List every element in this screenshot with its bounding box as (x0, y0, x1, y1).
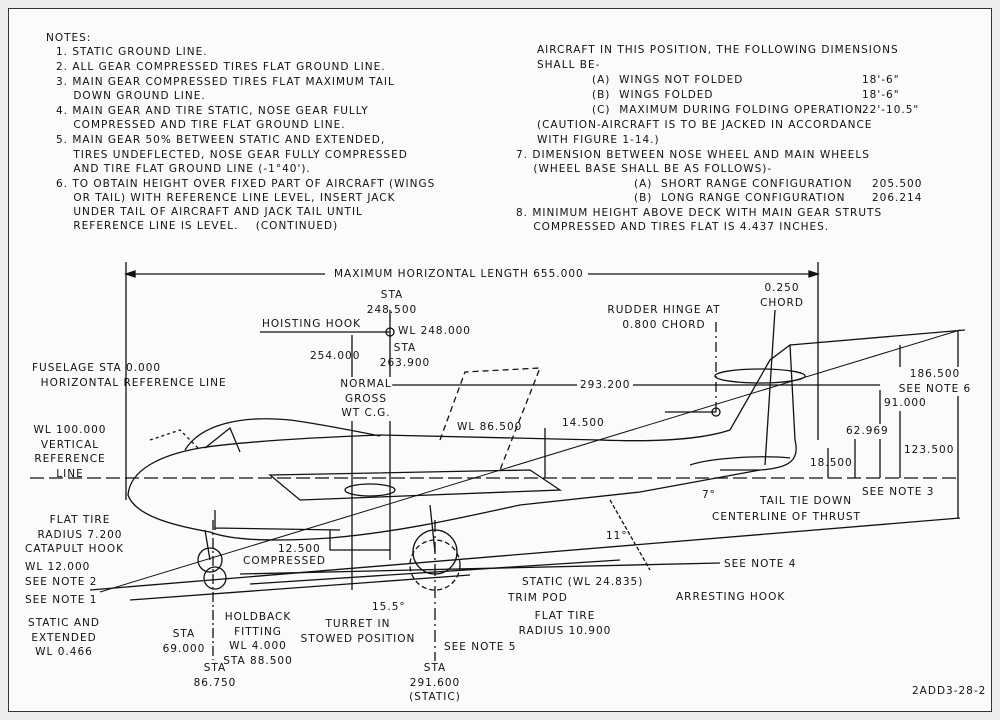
sta-291-label: STA 291.600 (STATIC) (409, 661, 461, 705)
static-wl-label: STATIC (WL 24.835) (522, 576, 644, 588)
note-line: TIRES UNDEFLECTED, NOSE GEAR FULLY COMPR… (56, 149, 408, 161)
angle-7-label: 7° (702, 489, 716, 501)
dim-186-label: 186.500 SEE NOTE 6 (898, 367, 972, 396)
dim-91-label: 91.000 (884, 396, 927, 411)
angle-15-label: 15.5° (372, 601, 406, 613)
wheelbase-label: (B) LONG RANGE CONFIGURATION (634, 192, 846, 204)
note-line: COMPRESSED AND TIRE FLAT GROUND LINE. (56, 119, 346, 131)
note-line: AIRCRAFT IN THIS POSITION, THE FOLLOWING… (537, 44, 899, 56)
drawing-sheet (8, 8, 992, 712)
note-line: AND TIRE FLAT GROUND LINE (-1°40'). (56, 163, 311, 175)
nose-gear (197, 520, 227, 660)
arresting-hook-label: ARRESTING HOOK (676, 591, 786, 603)
holdback-fitting-label: HOLDBACK FITTING WL 4.000 STA 88.500 (223, 611, 293, 667)
cg-label: NORMAL GROSS WT C.G. (340, 377, 392, 421)
note-line: SHALL BE- (537, 59, 601, 71)
flat-tire-nose-label: FLAT TIRE RADIUS 7.200 (37, 514, 123, 541)
note-line: (WHEEL BASE SHALL BE AS FOLLOWS)- (516, 163, 773, 175)
wl-86-label: WL 86.500 (457, 421, 523, 433)
sta-263-label: STA 263.900 (379, 342, 431, 369)
angle-11-label: 11° (606, 530, 628, 542)
height-value: 22'-10.5" (862, 104, 920, 116)
note-line: COMPRESSED AND TIRES FLAT IS 4.437 INCHE… (516, 221, 830, 233)
rudder-hinge-label: RUDDER HINGE AT 0.800 CHORD (607, 304, 721, 331)
height-value: 18'-6" (862, 89, 900, 101)
wl-12-label: WL 12.000 (25, 561, 91, 573)
dim-123-label: 123.500 (904, 443, 955, 458)
arresting-hook-line (609, 499, 651, 571)
note-line: WITH FIGURE 1-14.) (537, 134, 660, 146)
height-label: (B) WINGS FOLDED (592, 89, 714, 101)
fuselage-sta-label: FUSELAGE STA 0.000 HORIZONTAL REFERENCE … (32, 362, 227, 389)
note-line: 4. MAIN GEAR AND TIRE STATIC, NOSE GEAR … (56, 105, 369, 117)
wheelbase-label: (A) SHORT RANGE CONFIGURATION (634, 178, 853, 190)
flat-tire-main-label: FLAT TIRE RADIUS 10.900 (518, 610, 612, 637)
sta-69-label: STA 69.000 (162, 628, 206, 655)
note-line: OR TAIL) WITH REFERENCE LINE LEVEL, INSE… (56, 192, 396, 204)
see-note-1-label: SEE NOTE 1 (25, 594, 98, 606)
see-note-4-label: SEE NOTE 4 (724, 558, 797, 570)
compressed-label: COMPRESSED (243, 555, 326, 567)
note-line: 6. TO OBTAIN HEIGHT OVER FIXED PART OF A… (56, 178, 436, 190)
sta-248-label: STA 248.500 (366, 289, 418, 316)
dim-293-label: 293.200 (577, 378, 634, 393)
sta-86-label: STA 86.750 (193, 662, 237, 689)
note-line: (CAUTION-AIRCRAFT IS TO BE JACKED IN ACC… (537, 119, 873, 131)
turret-label: TURRET IN STOWED POSITION (300, 618, 416, 645)
max-length-label: MAXIMUM HORIZONTAL LENGTH 655.000 (330, 267, 588, 282)
tail-tie-down-label: TAIL TIE DOWN (760, 495, 853, 507)
trim-pod-label: TRIM POD (508, 592, 568, 604)
height-label: (A) WINGS NOT FOLDED (592, 74, 744, 86)
wl-100-label: WL 100.000 VERTICAL REFERENCE LINE (33, 424, 107, 480)
see-note-3-label: SEE NOTE 3 (862, 486, 935, 498)
static-extended-label: STATIC AND EXTENDED WL 0.466 (28, 617, 100, 658)
see-note-2-label: SEE NOTE 2 (25, 576, 98, 588)
wing-outline (439, 367, 541, 471)
wheelbase-value: 206.214 (872, 192, 923, 204)
chord-025-label: 0.250 CHORD (760, 282, 804, 309)
catapult-hook-label: CATAPULT HOOK (25, 543, 124, 555)
note-line: 5. MAIN GEAR 50% BETWEEN STATIC AND EXTE… (56, 134, 386, 146)
dim-62-label: 62.969 (846, 424, 889, 439)
height-value: 18'-6" (862, 74, 900, 86)
notes-title: NOTES: (46, 32, 92, 44)
hoisting-hook-label: HOISTING HOOK (262, 318, 362, 330)
dim-18-label: 18.500 (810, 457, 853, 469)
max-length-dimension (123, 262, 821, 500)
note-line: 7. DIMENSION BETWEEN NOSE WHEEL AND MAIN… (516, 149, 870, 161)
height-label: (C) MAXIMUM DURING FOLDING OPERATION (592, 104, 864, 116)
see-note-5-label: SEE NOTE 5 (444, 641, 517, 653)
dim-12-5-label: 12.500 (278, 543, 321, 555)
note-line: 8. MINIMUM HEIGHT ABOVE DECK WITH MAIN G… (516, 207, 883, 219)
ground-line-note-3 (89, 517, 961, 591)
dim-254-label: 254.000 (310, 350, 361, 362)
wheelbase-value: 205.500 (872, 178, 923, 190)
note-line: 2. ALL GEAR COMPRESSED TIRES FLAT GROUND… (56, 61, 386, 73)
fuselage (127, 343, 806, 551)
note-line: UNDER TAIL OF AIRCRAFT AND JACK TAIL UNT… (56, 206, 363, 218)
note-line: 3. MAIN GEAR COMPRESSED TIRES FLAT MAXIM… (56, 76, 395, 88)
wl-248-label: WL 248.000 (398, 325, 471, 337)
note-line: DOWN GROUND LINE. (56, 90, 206, 102)
note-line: REFERENCE LINE IS LEVEL. (CONTINUED) (56, 220, 339, 232)
figure-id: 2ADD3-28-2 (912, 685, 987, 697)
height-dimensions (260, 310, 966, 590)
centerline-thrust-label: CENTERLINE OF THRUST (712, 511, 861, 523)
dim-14-label: 14.500 (562, 417, 605, 429)
note-line: 1. STATIC GROUND LINE. (56, 46, 208, 58)
